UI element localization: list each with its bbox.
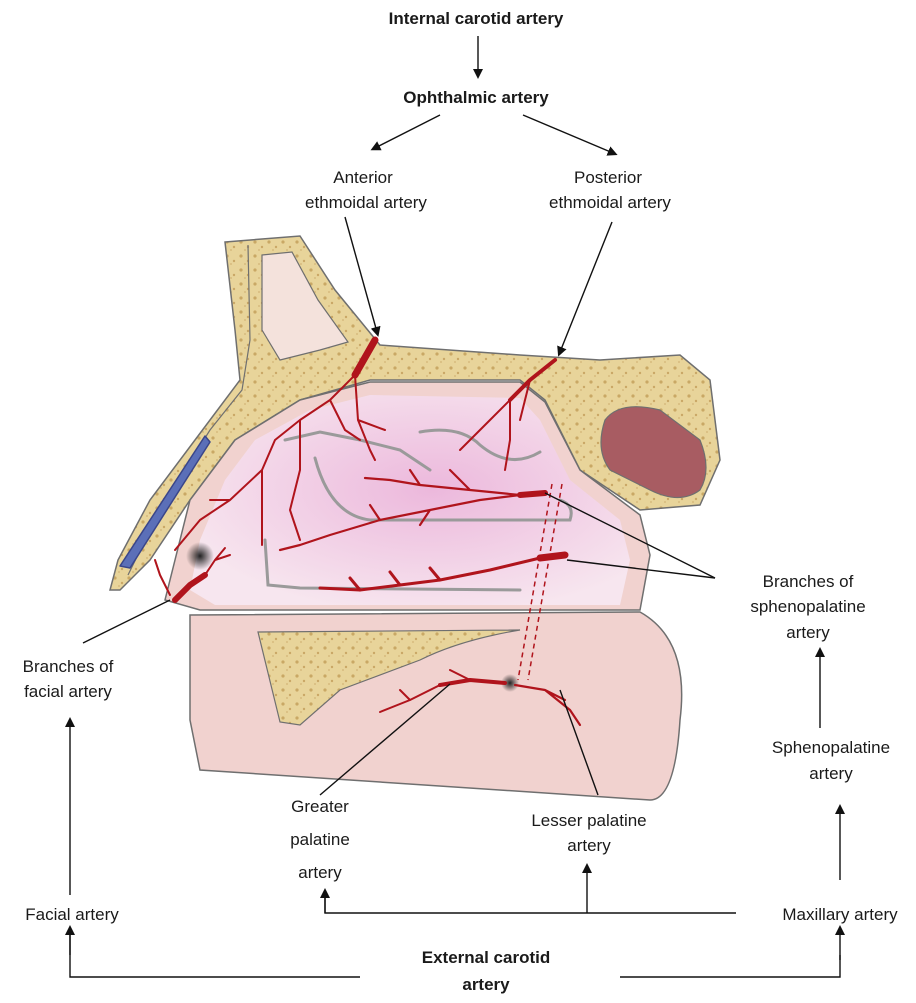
label-anterior-ethmoidal-1: Anterior [333, 168, 393, 187]
sphenopalatine-lower [540, 555, 565, 558]
eca-to-facial-line [70, 932, 360, 977]
label-posterior-ethmoidal-2: ethmoidal artery [549, 193, 671, 212]
leader-facial-branches [83, 600, 170, 643]
label-sphenopalatine-1: Sphenopalatine [772, 738, 890, 757]
label-posterior-ethmoidal-1: Posterior [574, 168, 642, 187]
label-greater-palatine-1: Greater [291, 797, 349, 816]
label-maxillary-artery: Maxillary artery [782, 905, 898, 924]
label-anterior-ethmoidal-2: ethmoidal artery [305, 193, 427, 212]
label-greater-palatine-3: artery [298, 863, 342, 882]
label-sphenopalatine-branches-3: artery [786, 623, 830, 642]
label-sphenopalatine-branches-1: Branches of [763, 572, 854, 591]
label-external-carotid-2: artery [462, 975, 510, 994]
sphenopalatine-upper [520, 493, 545, 495]
arrow-posterior-ethmoidal-pointer [560, 222, 612, 352]
kiesselbach-spot [186, 542, 214, 570]
label-lesser-palatine-2: artery [567, 836, 611, 855]
label-sphenopalatine-2: artery [809, 764, 853, 783]
label-lesser-palatine-1: Lesser palatine [531, 811, 646, 830]
label-facial-branches-2: facial artery [24, 682, 112, 701]
label-greater-palatine-2: palatine [290, 830, 350, 849]
label-external-carotid-1: External carotid [422, 948, 551, 967]
label-facial-artery: Facial artery [25, 905, 119, 924]
arrow-ophthalmic-to-anterior [375, 115, 440, 148]
maxillary-to-palatine-line [325, 893, 736, 913]
label-facial-branches-1: Branches of [23, 657, 114, 676]
arrow-ophthalmic-to-posterior [523, 115, 613, 153]
label-internal-carotid: Internal carotid artery [389, 9, 564, 28]
label-sphenopalatine-branches-2: sphenopalatine [750, 597, 865, 616]
eca-to-maxillary-line [620, 955, 840, 977]
label-ophthalmic: Ophthalmic artery [403, 88, 549, 107]
